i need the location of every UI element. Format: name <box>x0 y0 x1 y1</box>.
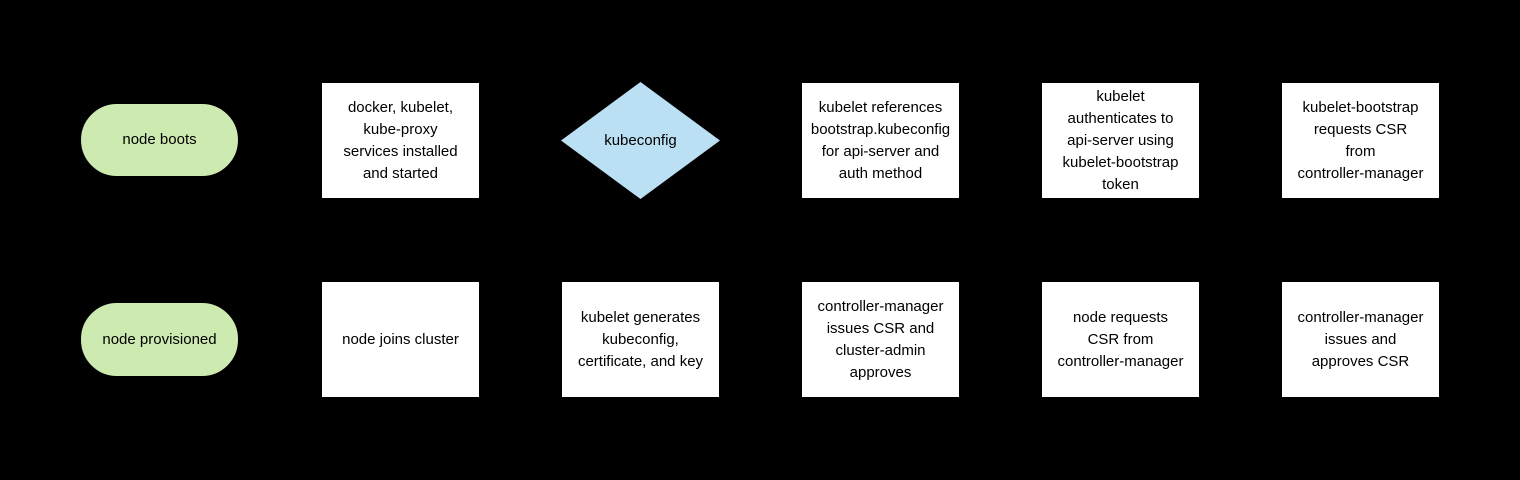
flow-node-label: kubelet generates kubeconfig, certificat… <box>577 308 704 370</box>
flow-node-label: controller-manager issues CSR and cluste… <box>817 297 944 381</box>
flow-node-kubelet-bootstrap-requests-csr[interactable]: kubelet-bootstrap requests CSR from cont… <box>1281 82 1440 199</box>
flow-node-kubeconfig[interactable]: kubeconfig <box>561 82 720 199</box>
flow-node-kubelet-generates-kubeconfig[interactable]: kubelet generates kubeconfig, certificat… <box>561 281 720 398</box>
flow-node-label: node joins cluster <box>342 330 459 348</box>
flow-node-node-joins-cluster[interactable]: node joins cluster <box>321 281 480 398</box>
flow-node-kubelet-authenticates[interactable]: kubelet authenticates to api-server usin… <box>1041 82 1200 199</box>
flow-node-label: kubelet authenticates to api-server usin… <box>1062 87 1179 193</box>
flow-node-label: kubelet references bootstrap.kubeconfig … <box>810 98 951 182</box>
flow-node-label: kubelet-bootstrap requests CSR from cont… <box>1297 98 1424 182</box>
flow-node-controller-manager-issues-approves[interactable]: controller-manager issues and approves C… <box>1281 281 1440 398</box>
flow-node-label: controller-manager issues and approves C… <box>1297 308 1424 370</box>
flow-node-kubelet-references-bootstrap[interactable]: kubelet references bootstrap.kubeconfig … <box>801 82 960 199</box>
flow-node-label: kubeconfig <box>604 131 677 149</box>
flow-node-label: node boots <box>122 131 197 148</box>
flow-node-node-requests-csr[interactable]: node requests CSR from controller-manage… <box>1041 281 1200 398</box>
flow-node-controller-manager-issues-csr[interactable]: controller-manager issues CSR and cluste… <box>801 281 960 398</box>
flow-node-label: node provisioned <box>102 330 217 348</box>
flow-node-label: docker, kubelet, kube-proxy services ins… <box>343 98 458 182</box>
flow-node-services-installed[interactable]: docker, kubelet, kube-proxy services ins… <box>321 82 480 199</box>
flow-node-node-boots[interactable]: node boots <box>81 104 238 176</box>
flow-node-node-provisioned[interactable]: node provisioned <box>81 303 238 376</box>
flow-node-label: node requests CSR from controller-manage… <box>1057 308 1184 370</box>
